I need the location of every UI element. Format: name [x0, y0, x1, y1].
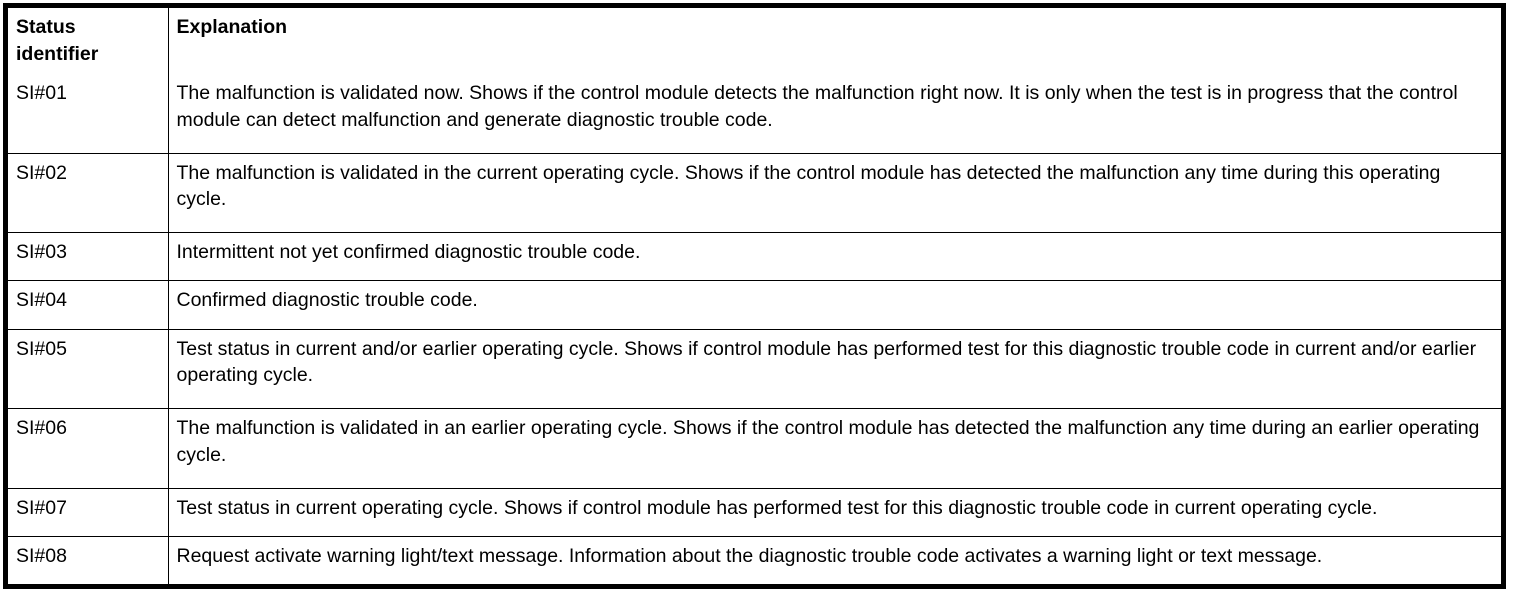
- cell-status-identifier: SI#07: [8, 487, 169, 537]
- cell-status-identifier: SI#06: [8, 408, 169, 489]
- cell-status-identifier: SI#04: [8, 280, 169, 330]
- table-row: SI#02 The malfunction is validated in th…: [8, 152, 1501, 234]
- table-row: SI#08 Request activate warning light/tex…: [8, 535, 1501, 584]
- cell-explanation: Test status in current and/or earlier op…: [167, 328, 1501, 410]
- cell-explanation: Intermittent not yet confirmed diagnosti…: [167, 232, 1501, 282]
- cell-explanation: Test status in current operating cycle. …: [167, 487, 1501, 537]
- cell-status-identifier: SI#03: [8, 232, 169, 282]
- status-identifier-table: Status identifier Explanation SI#01 The …: [8, 8, 1501, 584]
- cell-explanation: The malfunction is validated in the curr…: [167, 152, 1501, 234]
- column-header-status-identifier-line1: Status: [16, 16, 76, 38]
- table-body: SI#01 The malfunction is validated now. …: [8, 74, 1501, 584]
- table-header: Status identifier Explanation: [8, 8, 1501, 75]
- table-row: SI#03 Intermittent not yet confirmed dia…: [8, 232, 1501, 282]
- column-header-explanation: Explanation: [167, 8, 1501, 75]
- table-row: SI#04 Confirmed diagnostic trouble code.: [8, 280, 1501, 330]
- cell-status-identifier: SI#01: [8, 74, 169, 154]
- status-identifier-table-frame: Status identifier Explanation SI#01 The …: [3, 3, 1506, 589]
- table-row: SI#07 Test status in current operating c…: [8, 487, 1501, 537]
- column-header-status-identifier-line2: identifier: [16, 42, 99, 65]
- cell-status-identifier: SI#05: [8, 328, 169, 410]
- table-row: SI#01 The malfunction is validated now. …: [8, 74, 1501, 154]
- cell-explanation: Request activate warning light/text mess…: [167, 535, 1501, 584]
- column-header-status-identifier: Status identifier: [8, 8, 169, 75]
- table-header-row: Status identifier Explanation: [8, 8, 1501, 75]
- cell-status-identifier: SI#08: [8, 535, 169, 584]
- cell-explanation: The malfunction is validated now. Shows …: [167, 74, 1501, 154]
- cell-status-identifier: SI#02: [8, 152, 169, 234]
- table-row: SI#05 Test status in current and/or earl…: [8, 328, 1501, 410]
- cell-explanation: The malfunction is validated in an earli…: [167, 408, 1501, 489]
- table-row: SI#06 The malfunction is validated in an…: [8, 408, 1501, 489]
- cell-explanation: Confirmed diagnostic trouble code.: [167, 280, 1501, 330]
